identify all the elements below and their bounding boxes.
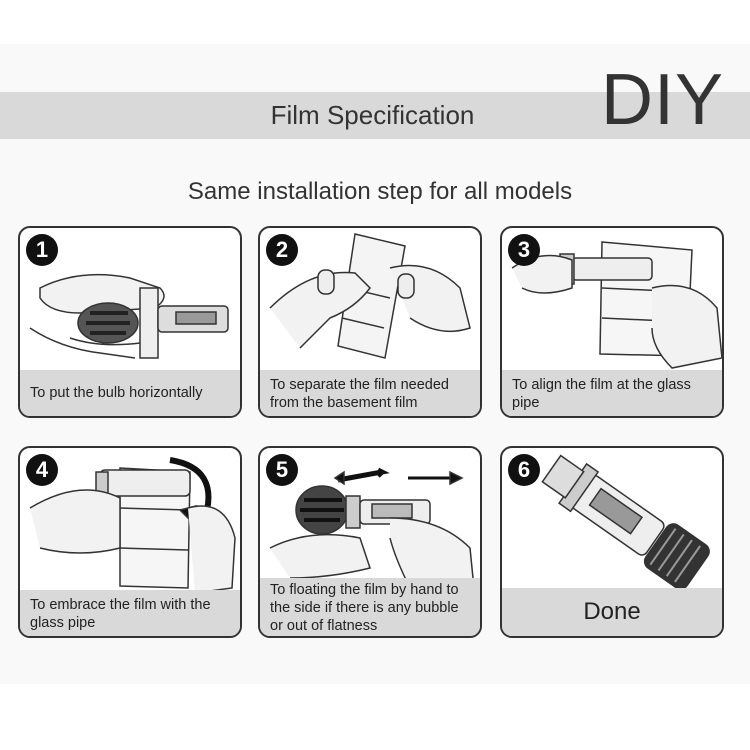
step-number-badge: 4 [26, 454, 58, 486]
step-caption-done: Done [502, 588, 722, 636]
step-caption: To put the bulb horizontally [20, 370, 240, 416]
step-card-1: 1 To put the bulb horizontally [18, 226, 242, 418]
step-2-illustration [269, 233, 471, 359]
step-number-badge: 3 [508, 234, 540, 266]
step-caption: To align the film at the glass pipe [502, 370, 722, 416]
title-banner [0, 92, 750, 139]
page-title: Film Specification [270, 100, 475, 130]
step-caption: To floating the film by hand to the side… [260, 578, 480, 636]
step-caption: To embrace the film with the glass pipe [20, 590, 240, 636]
step-number-badge: 2 [266, 234, 298, 266]
step-card-5: 5 To floating the film by hand to the si… [258, 446, 482, 638]
step-5-illustration [269, 467, 475, 589]
step-6-illustration [541, 454, 710, 590]
subtitle: Same installation step for all models [187, 178, 573, 205]
step-number-badge: 5 [266, 454, 298, 486]
step-1-illustration [29, 273, 229, 359]
step-caption: To separate the film needed from the bas… [260, 370, 480, 416]
step-3-illustration [511, 241, 722, 369]
step-number-badge: 6 [508, 454, 540, 486]
step-card-4: 4 To embrace the film with the glass pip… [18, 446, 242, 638]
step-card-3: 3 To align the film at the glass pipe [500, 226, 724, 418]
step-card-6: 6 Done [500, 446, 724, 638]
step-number-badge: 1 [26, 234, 58, 266]
step-card-2: 2 To separate the film needed from the b… [258, 226, 482, 418]
diy-logo: DIY [600, 60, 724, 140]
step-4-illustration [29, 457, 236, 594]
